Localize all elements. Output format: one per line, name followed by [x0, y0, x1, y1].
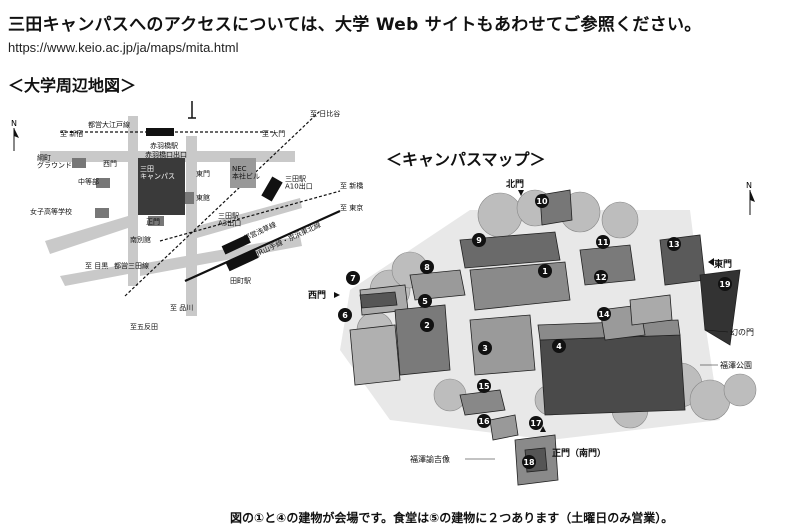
label-north-gate: 北門	[506, 178, 524, 190]
building-marker[interactable]: 12	[594, 270, 608, 284]
nec-building-block	[230, 158, 256, 188]
north-gate-arrow-icon	[518, 190, 524, 196]
label-nishimon: 西門	[103, 160, 117, 168]
svg-text:9: 9	[476, 236, 482, 245]
west-gate-arrow-icon	[334, 292, 340, 298]
svg-text:16: 16	[478, 417, 490, 426]
label-to-hibiya: 至 日比谷	[310, 109, 340, 118]
label-fukuzawa-park: 福澤公園	[720, 360, 752, 370]
svg-text:2: 2	[424, 321, 430, 330]
label-phantom-gate: 幻の門	[730, 327, 754, 337]
building-marker[interactable]: 17	[529, 416, 543, 430]
label-joshi: 女子高等学校	[30, 207, 72, 216]
building-marker[interactable]: 18	[522, 455, 536, 469]
headline: 三田キャンパスへのアクセスについては、大学 Web サイトもあわせてご参照くださ…	[8, 15, 702, 35]
label-to-shinagawa: 至 品川	[170, 304, 193, 312]
building-marker[interactable]: 9	[472, 233, 486, 247]
label-akabanebashi-exit: 赤羽橋口出口	[145, 150, 187, 159]
svg-text:11: 11	[597, 238, 609, 247]
building-marker[interactable]: 1	[538, 264, 552, 278]
campus-map-heading: ＜キャンパスマップ＞	[386, 150, 546, 169]
svg-text:18: 18	[523, 458, 535, 467]
svg-text:8: 8	[424, 263, 430, 272]
area-north-label: N	[11, 119, 17, 128]
label-to-shinbashi: 至 新橋	[340, 181, 363, 190]
label-toei-mita: 都営三田線	[114, 261, 149, 270]
label-chutobu: 中等部	[78, 177, 99, 186]
mita-a10-station-mark	[261, 176, 283, 202]
label-to-shinjuku: 至 新宿	[60, 129, 83, 138]
label-to-meguro: 至 目黒	[85, 262, 108, 270]
building-marker[interactable]: 19	[718, 277, 732, 291]
svg-text:7: 7	[350, 274, 356, 283]
main-gate-arrow-icon	[540, 426, 546, 432]
label-to-gotanda: 至五反田	[130, 322, 158, 331]
building-marker[interactable]: 11	[596, 235, 610, 249]
tokyo-tower-icon	[188, 101, 196, 119]
svg-text:13: 13	[668, 240, 679, 249]
svg-text:4: 4	[556, 342, 562, 351]
label-seimon: 正門	[146, 218, 160, 226]
building-marker[interactable]: 2	[420, 318, 434, 332]
building-marker[interactable]: 15	[477, 379, 491, 393]
label-fukuzawa-statue: 福澤諭吉像	[410, 454, 450, 464]
label-tsunamachi: 綱町グラウンド	[37, 153, 72, 170]
svg-text:14: 14	[598, 310, 610, 319]
area-north-arrow-icon: N	[11, 119, 19, 151]
label-nanbetsukan: 南別館	[130, 235, 151, 244]
label-higashimon: 東門	[196, 169, 210, 178]
label-akabanebashi: 赤羽橋駅	[150, 141, 178, 150]
akabanebashi-station-mark	[146, 128, 174, 136]
building-marker[interactable]: 4	[552, 339, 566, 353]
svg-text:6: 6	[342, 311, 348, 320]
campus-north-arrow-icon: N	[746, 181, 755, 215]
label-main-gate: 正門（南門）	[552, 447, 606, 459]
building-marker[interactable]: 5	[418, 294, 432, 308]
svg-text:17: 17	[530, 419, 541, 428]
label-east-gate: 東門	[714, 258, 732, 270]
campus-url-link[interactable]: https://www.keio.ac.jp/ja/maps/mita.html	[8, 40, 239, 55]
building-marker[interactable]: 8	[420, 260, 434, 274]
mita-a3-station-mark	[221, 234, 251, 255]
building-marker[interactable]: 13	[667, 237, 681, 251]
campus-map: N 1 2 3 4 5	[308, 178, 757, 486]
label-west-gate: 西門	[308, 290, 326, 301]
svg-text:19: 19	[719, 280, 731, 289]
label-mita-campus: 三田キャンパス	[140, 165, 175, 181]
mita-campus-block	[138, 158, 185, 215]
area-map-heading: ＜大学周辺地図＞	[8, 76, 137, 95]
caption: 図の①と④の建物が会場です。食堂は⑤の建物に２つあります（土曜日のみ営業）。	[230, 511, 674, 525]
svg-text:3: 3	[482, 344, 488, 353]
label-to-daimon: 至 大門	[262, 129, 285, 138]
building-marker[interactable]: 16	[477, 414, 491, 428]
building-marker[interactable]: 7	[346, 271, 360, 285]
building-marker[interactable]: 3	[478, 341, 492, 355]
tamachi-station-mark	[225, 249, 259, 272]
area-map: N 都営大江戸線 至 新宿 至 日比谷 至 大門 赤羽橋駅 赤羽橋口出口	[11, 101, 363, 331]
building-marker[interactable]: 14	[597, 307, 611, 321]
svg-text:1: 1	[542, 267, 548, 276]
east-gate-arrow-icon	[708, 258, 714, 266]
building-marker[interactable]: 6	[338, 308, 352, 322]
svg-text:5: 5	[422, 297, 428, 306]
campus-north-label: N	[746, 181, 752, 190]
svg-text:15: 15	[478, 382, 490, 391]
label-higashi-kan: 東館	[196, 193, 210, 202]
svg-text:12: 12	[595, 273, 606, 282]
svg-text:10: 10	[536, 197, 548, 206]
building-marker[interactable]: 10	[535, 194, 549, 208]
label-to-tokyo: 至 東京	[340, 203, 363, 212]
label-tamachi: 田町駅	[230, 277, 251, 285]
label-toei-oedo: 都営大江戸線	[88, 120, 130, 129]
